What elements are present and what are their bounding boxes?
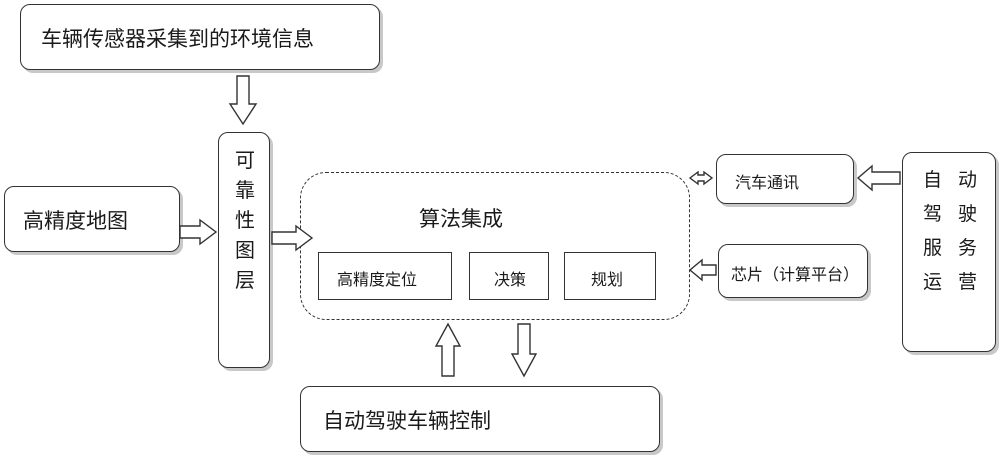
reliable-layer-char: 性 <box>235 208 255 232</box>
hd-positioning-box: 高精度定位 <box>318 252 452 300</box>
arrow-double-algo-comm <box>688 170 714 186</box>
autonomous-ops-box: 自 动 驾 驶 服 务 运 营 <box>902 152 996 352</box>
arrow-down-sensor-to-layer <box>228 75 258 126</box>
vehicle-comm-box: 汽车通讯 <box>716 154 854 204</box>
reliable-layer-char: 层 <box>235 268 255 292</box>
reliable-layer-char: 可 <box>235 148 255 172</box>
arrow-left-chip-to-algo <box>688 258 717 282</box>
hd-map-box: 高精度地图 <box>4 186 180 252</box>
reliable-layer-box: 可 靠 性 图 层 <box>218 132 270 368</box>
vehicle-comm-label: 汽车通讯 <box>735 173 800 192</box>
arrow-up-control-to-algo <box>434 322 462 377</box>
ops-char: 驾 <box>922 203 942 225</box>
arrow-right-map-to-layer <box>179 218 218 246</box>
vehicle-control-label: 自动驾驶车辆控制 <box>323 409 491 433</box>
arrow-down-algo-to-control <box>510 323 538 378</box>
planning-box: 规划 <box>564 252 656 300</box>
reliable-layer-label: 可 靠 性 图 层 <box>219 145 271 295</box>
vehicle-control-box: 自动驾驶车辆控制 <box>300 386 660 452</box>
decision-box: 决策 <box>469 252 549 300</box>
ops-char: 运 <box>922 271 942 293</box>
hd-map-label: 高精度地图 <box>23 209 128 233</box>
planning-label: 规划 <box>591 270 624 289</box>
ops-char: 营 <box>957 271 977 293</box>
ops-char: 务 <box>957 237 977 259</box>
decision-label: 决策 <box>494 270 527 289</box>
ops-char: 服 <box>922 237 942 259</box>
chip-label: 芯片（计算平台） <box>731 265 860 284</box>
sensor-info-label: 车辆传感器采集到的环境信息 <box>41 27 314 51</box>
ops-char: 驶 <box>957 203 977 225</box>
ops-char: 动 <box>957 169 977 191</box>
reliable-layer-char: 靠 <box>235 178 255 202</box>
autonomous-ops-label: 自 动 驾 驶 服 务 运 营 <box>915 167 985 295</box>
arrow-right-layer-to-algo <box>271 224 314 252</box>
arrow-left-ops-to-comm <box>856 164 901 192</box>
chip-box: 芯片（计算平台） <box>718 244 868 298</box>
sensor-info-box: 车辆传感器采集到的环境信息 <box>20 4 380 70</box>
hd-positioning-label: 高精度定位 <box>337 270 418 289</box>
algorithm-integration-label: 算法集成 <box>419 207 503 231</box>
reliable-layer-char: 图 <box>235 238 255 262</box>
ops-char: 自 <box>922 169 942 191</box>
